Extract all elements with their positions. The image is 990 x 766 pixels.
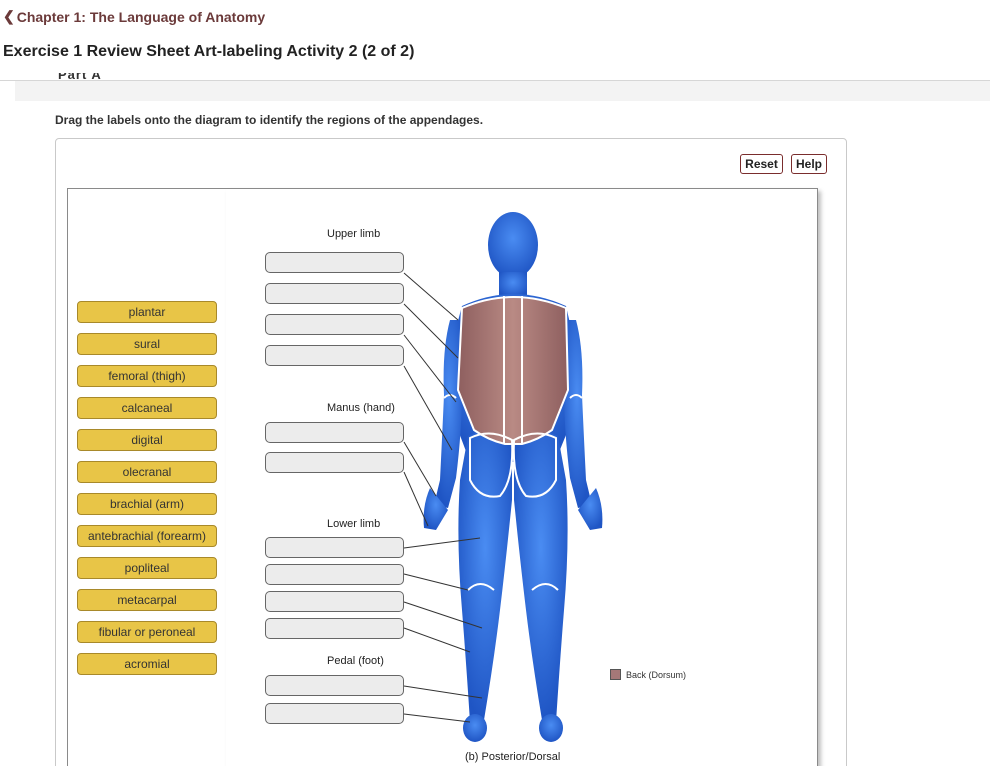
drop-target[interactable] <box>265 452 404 473</box>
figure-caption: (b) Posterior/Dorsal <box>465 751 561 763</box>
activity-instruction: Drag the labels onto the diagram to iden… <box>55 113 484 127</box>
drop-target[interactable] <box>265 252 404 273</box>
manus-title: Manus (hand) <box>327 402 395 414</box>
label-chip-digital[interactable]: digital <box>77 429 217 451</box>
chapter-link-label: Chapter 1: The Language of Anatomy <box>16 8 266 25</box>
label-chip-femoral[interactable]: femoral (thigh) <box>77 365 217 387</box>
drop-target[interactable] <box>265 537 404 558</box>
drop-target[interactable] <box>265 564 404 585</box>
drop-target[interactable] <box>265 345 404 366</box>
part-heading-clipped: Part A <box>58 73 118 85</box>
lower-limb-title: Lower limb <box>327 518 381 530</box>
back-swatch-icon <box>610 669 621 680</box>
reset-button[interactable]: Reset <box>740 154 783 174</box>
label-chip-sural[interactable]: sural <box>77 333 217 355</box>
chapter-back-link[interactable]: ❮ Chapter 1: The Language of Anatomy <box>3 8 265 25</box>
drop-target[interactable] <box>265 675 404 696</box>
drop-target[interactable] <box>265 422 404 443</box>
pedal-title: Pedal (foot) <box>327 655 384 667</box>
legend-label: Back (Dorsum) <box>626 669 687 680</box>
drop-target[interactable] <box>265 283 404 304</box>
label-chip-plantar[interactable]: plantar <box>77 301 217 323</box>
drop-target[interactable] <box>265 314 404 335</box>
part-heading-text: Part A <box>58 73 102 82</box>
label-chip-metacarpal[interactable]: metacarpal <box>77 589 217 611</box>
label-chip-acromial[interactable]: acromial <box>77 653 217 675</box>
chevron-left-icon: ❮ <box>3 8 15 24</box>
title-divider <box>0 80 990 81</box>
label-chip-popliteal[interactable]: popliteal <box>77 557 217 579</box>
page-title: Exercise 1 Review Sheet Art-labeling Act… <box>3 43 415 60</box>
label-chip-calcaneal[interactable]: calcaneal <box>77 397 217 419</box>
help-button[interactable]: Help <box>791 154 827 174</box>
legend: Back (Dorsum) <box>610 669 686 680</box>
drop-target[interactable] <box>265 591 404 612</box>
upper-limb-title: Upper limb <box>327 228 381 240</box>
part-header-band <box>15 81 990 101</box>
drop-target[interactable] <box>265 703 404 724</box>
drop-target[interactable] <box>265 618 404 639</box>
label-chip-antebrachial[interactable]: antebrachial (forearm) <box>77 525 217 547</box>
label-chip-brachial[interactable]: brachial (arm) <box>77 493 217 515</box>
label-chip-fibular[interactable]: fibular or peroneal <box>77 621 217 643</box>
label-chip-olecranal[interactable]: olecranal <box>77 461 217 483</box>
